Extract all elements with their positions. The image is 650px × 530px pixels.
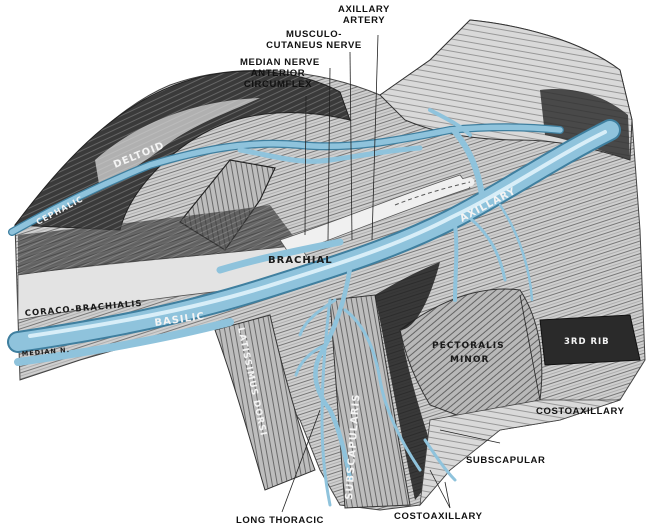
latissimus-dorsi <box>214 314 316 491</box>
costoaxillary-vein-right <box>453 223 459 302</box>
minor-label: MINOR <box>450 355 489 365</box>
anterior-circumflex-label-line-1: ANTERIOR <box>250 68 306 79</box>
long-thoracic-vein <box>320 298 332 507</box>
costoaxillary-vein-bottom <box>423 438 457 482</box>
brachial-label: BRACHIAL <box>268 255 333 266</box>
subscapular-branch-a <box>298 298 337 337</box>
pectoralis-minor <box>399 288 543 421</box>
nerve-cords-outline <box>394 181 471 206</box>
callout-lines <box>281 34 541 513</box>
musculocutaneous-label-line-1: MUSCULO- <box>286 29 342 40</box>
costoaxillary-right-label: COSTOAXILLARY <box>536 406 625 417</box>
subscapular-branch-c <box>343 308 422 472</box>
anterior-circumflex-label-line-2: CIRCUMFLEX <box>243 79 313 90</box>
musculocutaneous-label-line-2: CUTANEUS NERVE <box>266 40 362 51</box>
long-thoracic-label: LONG THORACIC <box>236 515 325 526</box>
costoaxillary-branch-right <box>468 216 507 282</box>
subscapular-label: SUBSCAPULAR <box>466 455 546 466</box>
biceps-shadow <box>18 205 300 275</box>
axillary-artery-label: AXILLARY ARTERY <box>333 4 395 26</box>
serratus <box>419 399 621 507</box>
third-rib <box>539 314 641 366</box>
axillary-artery-label-line-1: AXILLARY <box>338 4 390 15</box>
brachial-vein <box>216 238 344 274</box>
pectoralis-label: PECTORALIS <box>432 341 505 351</box>
axillary-artery-label-line-2: ARTERY <box>342 15 386 26</box>
rib-label: 3RD RIB <box>564 337 610 347</box>
median-vein <box>14 318 234 366</box>
cephalic-vein <box>9 124 563 235</box>
subscapular-branch-b <box>294 343 327 377</box>
median-nerve-label: MEDIAN NERVE <box>240 57 320 68</box>
anterior-circumflex-vein <box>237 145 423 164</box>
anterior-circumflex-label: ANTERIOR CIRCUMFLEX <box>238 68 318 90</box>
vein-highlight <box>28 130 607 338</box>
communicating-vein <box>452 129 485 198</box>
costoaxillary-bottom-label: COSTOAXILLARY <box>394 511 483 522</box>
costoaxillary-branch-right-2 <box>498 203 534 302</box>
upper-tributary <box>428 108 472 137</box>
subscapularis <box>329 294 411 509</box>
subscapular-vein <box>313 265 353 481</box>
musculocutaneous-nerve-label: MUSCULO- CUTANEUS NERVE <box>248 29 380 51</box>
